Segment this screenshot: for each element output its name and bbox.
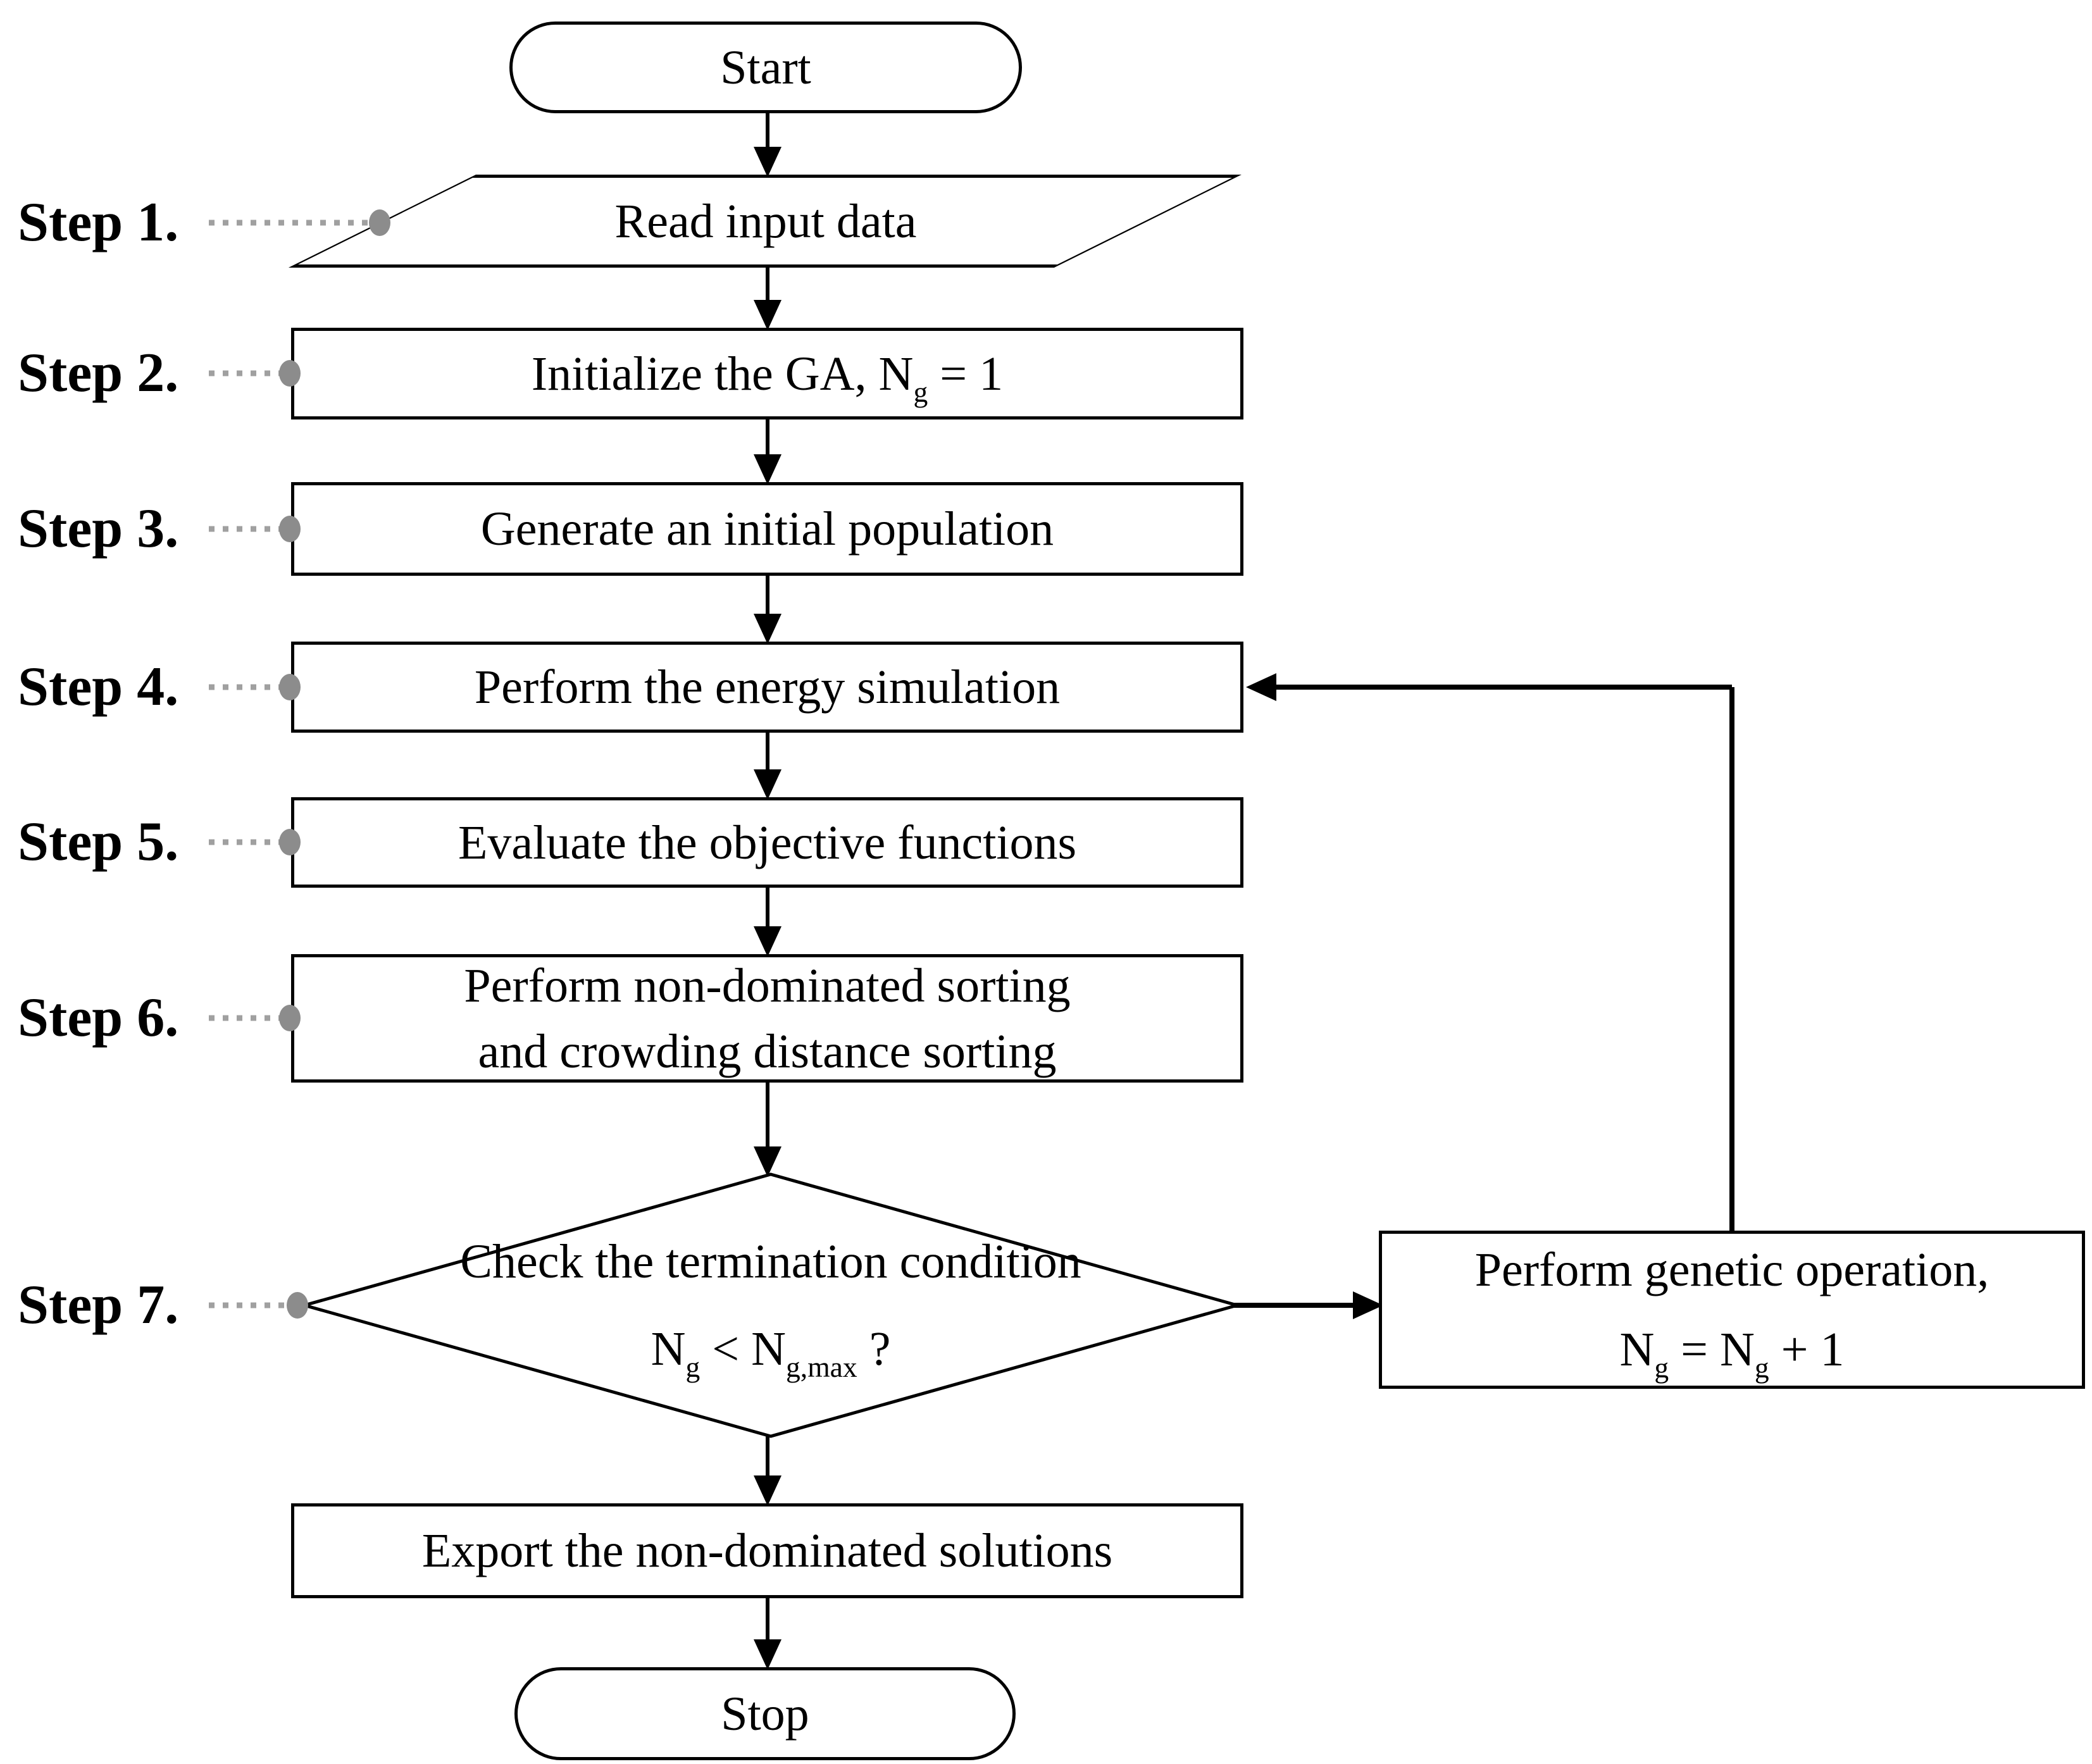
arrow-read-input-to-init-ga — [754, 268, 781, 330]
decision-sub-g: g — [685, 1351, 700, 1384]
decision-n: N — [651, 1322, 686, 1376]
node-genetic-operation: Perform genetic operation, Ng = Ng + 1 — [1379, 1231, 2085, 1389]
node-start-label: Start — [720, 40, 811, 94]
genetic-sub-g1: g — [1654, 1351, 1669, 1384]
arrow-init-ga-to-generate — [754, 419, 781, 485]
leader-dot-step-6 — [279, 1005, 301, 1031]
step-label-3: Step 3. — [18, 498, 179, 559]
node-decision: Check the termination condition Ng < Ng,… — [304, 1174, 1237, 1436]
node-generate-label: Generate an initial population — [480, 502, 1054, 556]
genetic-plus-1: + 1 — [1769, 1323, 1845, 1376]
leader-dot-step-1 — [369, 209, 390, 236]
init-ga-text: Initialize the GA, N — [531, 347, 914, 401]
decision-diamond-outline — [298, 1172, 1243, 1438]
arrow-sorting-to-decision — [754, 1083, 781, 1177]
arrow-start-to-read-input — [754, 112, 781, 177]
node-init-ga-label: Initialize the GA, Ng = 1 — [294, 347, 1240, 406]
arrow-decision-to-export — [754, 1436, 781, 1506]
step-label-2: Step 2. — [18, 342, 179, 404]
node-stop: Stop — [514, 1667, 1016, 1760]
leader-dot-step-4 — [279, 674, 301, 700]
node-evaluate-label: Evaluate the objective functions — [458, 816, 1077, 869]
step-label-4: Step 4. — [18, 656, 179, 717]
decision-lt-n: < N — [700, 1322, 786, 1376]
leader-dot-step-5 — [279, 829, 301, 855]
node-decision-line2: Ng < Ng,max ? — [304, 1322, 1237, 1381]
node-init-ga: Initialize the GA, Ng = 1 — [291, 328, 1243, 419]
node-export-label: Export the non-dominated solutions — [421, 1524, 1113, 1577]
node-export-solutions: Export the non-dominated solutions — [291, 1503, 1243, 1598]
node-stop-label: Stop — [721, 1687, 809, 1741]
genetic-n1: N — [1619, 1323, 1655, 1376]
step-label-5: Step 5. — [18, 811, 179, 873]
node-evaluate-objectives: Evaluate the objective functions — [291, 797, 1243, 888]
arrow-decision-to-genetic-op — [1234, 1291, 1383, 1319]
init-ga-sub-g: g — [913, 375, 928, 408]
arrow-energy-to-evaluate — [754, 733, 781, 800]
node-sorting-line2: and crowding distance sorting — [478, 1024, 1057, 1078]
decision-question: ? — [857, 1322, 891, 1376]
node-read-input: Read input data — [288, 175, 1243, 268]
decision-sub-gmax: g,max — [786, 1351, 857, 1384]
node-genetic-line1: Perform genetic operation, — [1474, 1243, 1989, 1296]
step-label-1: Step 1. — [18, 192, 179, 253]
step-label-7: Step 7. — [18, 1274, 179, 1336]
step-label-6: Step 6. — [18, 987, 179, 1048]
arrow-export-to-stop — [754, 1598, 781, 1670]
leader-dot-step-2 — [279, 360, 301, 387]
init-ga-text-tail: = 1 — [928, 347, 1004, 401]
arrow-evaluate-to-sorting — [754, 888, 781, 957]
arrow-generate-to-energy — [754, 576, 781, 644]
leader-dot-step-7 — [287, 1292, 308, 1319]
node-read-input-label: Read input data — [614, 194, 917, 248]
arrow-genetic-op-to-energy-loop — [1246, 673, 1734, 1231]
node-decision-line1: Check the termination condition — [460, 1235, 1081, 1288]
node-start: Start — [509, 22, 1022, 113]
genetic-sub-g2: g — [1754, 1351, 1769, 1384]
node-generate-population: Generate an initial population — [291, 482, 1243, 576]
genetic-eq-n: = N — [1669, 1323, 1755, 1376]
node-sorting-line1: Perform non-dominated sorting — [464, 959, 1071, 1012]
node-genetic-line2: Ng = Ng + 1 — [1382, 1323, 2082, 1382]
node-energy-simulation: Perform the energy simulation — [291, 642, 1243, 733]
node-energy-label: Perform the energy simulation — [474, 661, 1061, 714]
node-sorting: Perform non-dominated sorting and crowdi… — [291, 954, 1243, 1083]
leader-dot-step-3 — [279, 516, 301, 542]
